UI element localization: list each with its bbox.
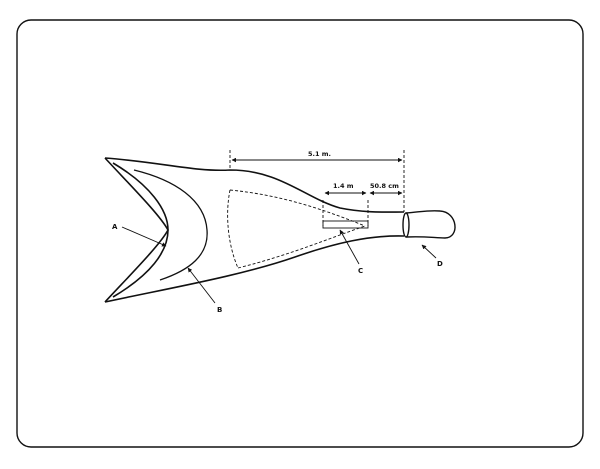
- leader-a: [121, 226, 167, 247]
- label-a: A: [112, 223, 118, 231]
- leader-arrows: [121, 226, 437, 304]
- label-c: C: [358, 267, 363, 275]
- leader-d: [421, 244, 437, 259]
- throat-curve: [133, 169, 208, 281]
- frame-border: [16, 19, 584, 448]
- internal-dashed-lines: [227, 150, 405, 269]
- label-d: D: [437, 260, 443, 268]
- dim-seg2-label: 50.8 cm: [370, 182, 399, 190]
- net-body: [104, 157, 405, 303]
- leader-c: [339, 229, 360, 265]
- leader-b: [187, 267, 216, 304]
- cod-end: [402, 210, 456, 239]
- dim-seg1-label: 1.4 m: [333, 182, 354, 190]
- part-c-box: [322, 220, 369, 229]
- label-b: B: [217, 306, 222, 314]
- net-top-edge: [104, 157, 405, 213]
- dimension-lines: [231, 157, 403, 196]
- net-bottom-edge: [104, 235, 405, 303]
- net-mouth-inner: [112, 162, 169, 298]
- dim-overall-label: 5.1 m.: [308, 150, 331, 158]
